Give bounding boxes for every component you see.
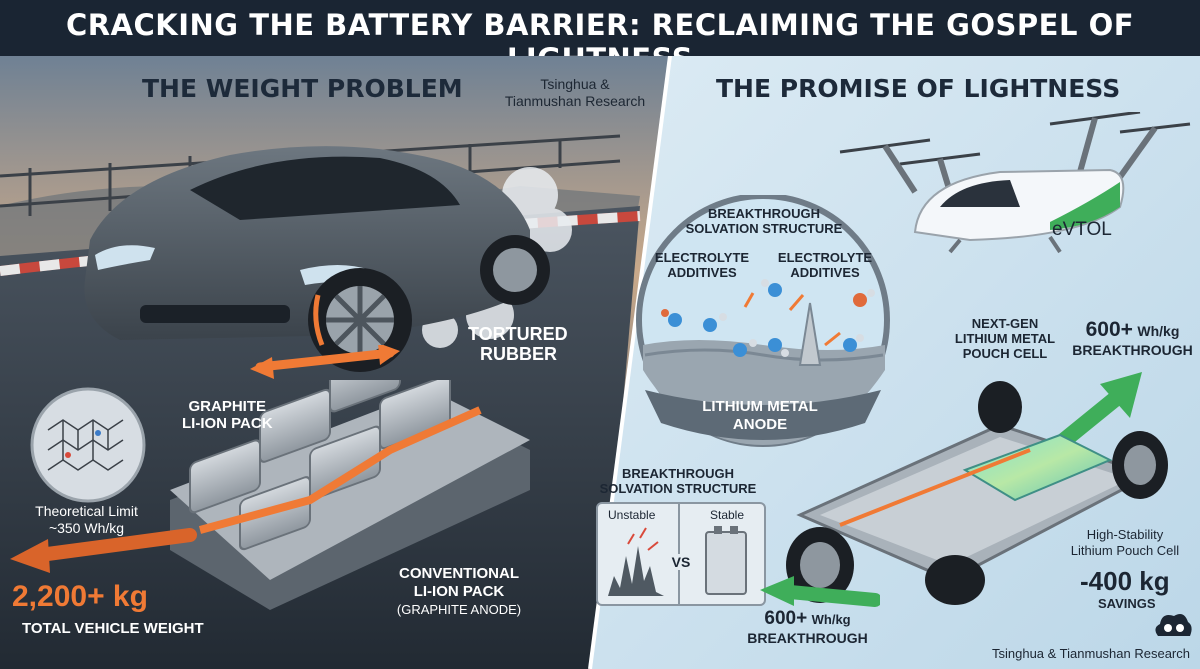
density-bottom-unit: Wh/kg: [811, 612, 851, 627]
savings-arrow: [760, 576, 880, 607]
nextgen-line-3: POUCH CELL: [962, 346, 1048, 361]
conv-line-2: LI-ION PACK: [413, 583, 505, 600]
electrolyte-additives-label-2: ELECTROLYTE ADDITIVES: [770, 250, 880, 280]
savings-caption: SAVINGS: [1098, 596, 1156, 611]
density-top-value: 600+: [1085, 318, 1133, 341]
credit-line-1: Tsinghua &: [540, 76, 610, 92]
anode-line-2: ANODE: [732, 416, 788, 433]
tortured-line-2: RUBBER: [480, 344, 558, 364]
title-bar: [0, 0, 1200, 56]
weight-arrow: [10, 528, 197, 573]
nextgen-line-1: NEXT-GEN: [971, 316, 1039, 331]
graphite-lattice-icon: [30, 387, 146, 503]
promise-heading: THE PROMISE OF LIGHTNESS: [716, 74, 1121, 103]
next-gen-pouch-label: NEXT-GEN LITHIUM METAL POUCH CELL: [940, 316, 1070, 361]
evtol-label: eVTOL: [1052, 219, 1112, 240]
bubble-solvation-title: BREAKTHROUGH SOLVATION STRUCTURE: [682, 206, 846, 236]
solv-title-line-2: SOLVATION STRUCTURE: [599, 481, 757, 496]
sports-car-illustration: [84, 146, 572, 372]
additive-1-line-2: ADDITIVES: [667, 265, 737, 280]
credit-line-2: Tianmushan Research: [504, 93, 646, 109]
density-bottom: 600+ Wh/kg BREAKTHROUGH: [740, 608, 875, 646]
tortured-rubber-label: TORTURED RUBBER: [468, 324, 568, 364]
molecules: [661, 279, 875, 357]
conventional-pack-label: CONVENTIONAL LI-ION PACK (GRAPHITE ANODE…: [394, 565, 524, 619]
theoretical-line-1: Theoretical Limit: [35, 503, 138, 519]
total-weight-value: 2,200+ kg: [12, 580, 148, 613]
unstable-label: Unstable: [608, 508, 656, 522]
tortured-line-1: TORTURED: [468, 324, 568, 344]
bubble-title-line-2: SOLVATION STRUCTURE: [685, 221, 843, 236]
additive-2-line-1: ELECTROLYTE: [777, 250, 873, 265]
solv-title-line-1: BREAKTHROUGH: [622, 466, 734, 481]
conv-line-3: (GRAPHITE ANODE): [396, 602, 522, 617]
anode-line-1: LITHIUM METAL: [702, 398, 818, 415]
graphite-battery-pack: [170, 380, 530, 610]
weight-problem-heading: THE WEIGHT PROBLEM: [142, 74, 463, 103]
page-title: CRACKING THE BATTERY BARRIER: RECLAIMING…: [65, 8, 1135, 76]
solvation-title: BREAKTHROUGH SOLVATION STRUCTURE: [596, 466, 760, 496]
lithium-anode-magnifier: [636, 195, 890, 447]
solvation-comparison-box: Unstable Stable VS: [596, 502, 766, 606]
lithium-anode-label: LITHIUM METAL ANODE: [660, 398, 860, 434]
cloud-logo-icon: [1155, 614, 1192, 636]
graphite-line-2: LI-ION PACK: [182, 415, 273, 432]
savings-value: -400 kg: [1080, 566, 1170, 596]
total-weight-caption: TOTAL VEHICLE WEIGHT: [22, 620, 204, 637]
lateral-force-arrow: [250, 345, 400, 379]
theoretical-limit-label: Theoretical Limit ~350 Wh/kg: [14, 503, 159, 537]
evtol-illustration: [839, 112, 1191, 254]
theoretical-line-2: ~350 Wh/kg: [48, 520, 125, 536]
stable-label: Stable: [710, 508, 745, 522]
density-bottom-value: 600+: [764, 608, 808, 629]
graphite-line-1: GRAPHITE: [188, 398, 267, 415]
pouch-line-1: High-Stability: [1086, 527, 1164, 542]
electrolyte-additives-label-1: ELECTROLYTE ADDITIVES: [652, 250, 752, 280]
ev-chassis-illustration: [786, 381, 1168, 605]
bubble-title-line-1: BREAKTHROUGH: [708, 206, 820, 221]
additive-1-line-1: ELECTROLYTE: [654, 250, 750, 265]
nextgen-line-2: LITHIUM METAL: [954, 331, 1056, 346]
graphite-pack-label: GRAPHITE LI-ION PACK: [182, 398, 273, 432]
density-top: 600+ Wh/kg BREAKTHROUGH: [1070, 318, 1195, 358]
unstable-dendrite-icon: [608, 527, 664, 596]
conv-line-1: CONVENTIONAL: [399, 565, 519, 582]
research-credit: Tsinghua & Tianmushan Research: [490, 76, 660, 110]
density-top-caption: BREAKTHROUGH: [1072, 342, 1193, 358]
footer-credit: Tsinghua & Tianmushan Research: [991, 646, 1190, 661]
additive-2-line-2: ADDITIVES: [790, 265, 860, 280]
pouch-line-2: Lithium Pouch Cell: [1070, 543, 1180, 558]
pouch-cell-label: High-Stability Lithium Pouch Cell: [1060, 527, 1190, 559]
vs-label: VS: [666, 554, 696, 570]
stable-cell-icon: [705, 526, 747, 595]
density-bottom-caption: BREAKTHROUGH: [747, 630, 868, 646]
density-top-unit: Wh/kg: [1137, 323, 1180, 339]
